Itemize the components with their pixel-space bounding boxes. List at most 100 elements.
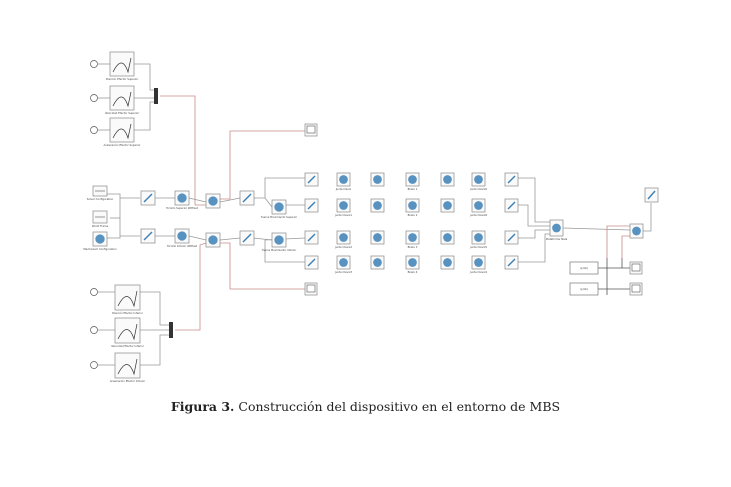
clock-block[interactable] [90, 60, 98, 68]
joint-block-brazo-3[interactable]: Brazo 3 [405, 230, 420, 249]
clock-block[interactable] [90, 288, 98, 296]
rigid-transform-block[interactable] [504, 255, 519, 270]
physical-connection [188, 235, 207, 241]
joint-block-brazo-2[interactable]: Brazo 2 [405, 198, 420, 217]
transform-icon [143, 193, 153, 203]
scope-block[interactable] [304, 123, 318, 137]
rigid-transform-block[interactable] [644, 187, 659, 203]
physical-connection [140, 334, 170, 366]
rigid-transform-block[interactable] [140, 190, 156, 206]
block-label: Junta Clavix5 [469, 245, 487, 249]
joint-block-junta-a2[interactable]: Junta Clavix6 [469, 172, 487, 191]
body-block[interactable] [370, 198, 385, 213]
mux-block[interactable] [154, 88, 158, 104]
block-label: q(rob) [580, 266, 588, 270]
solver-block-world[interactable]: World Frame [92, 210, 109, 228]
joint-block-junta-c1[interactable]: Junta Clavix2 [334, 230, 352, 249]
signal-builder-block-pos-inf[interactable]: Posición Efector Inferior [112, 284, 144, 315]
joint-block-brazo-4[interactable]: Brazo 4 [405, 255, 420, 274]
block-label: Tuerca Movimiento Superior [261, 215, 298, 219]
joint-icon [474, 201, 483, 210]
signal-builder-block-acc-inf[interactable]: Aceleración Efector Inferior [110, 352, 146, 383]
joint-icon [474, 233, 483, 242]
figure-caption: Figura 3. Construcción del dispositivo e… [0, 399, 731, 414]
clock-block[interactable] [90, 94, 98, 102]
clock-block[interactable] [90, 326, 98, 334]
body-block[interactable] [440, 255, 455, 270]
rigid-transform-block[interactable] [304, 255, 319, 270]
mechanism-block-mech[interactable]: Mechanism Configuration [83, 231, 117, 251]
joint-block-torn-sup[interactable]: Tornillo Superior Witfixet [166, 190, 198, 210]
signal-line [621, 235, 630, 258]
body-block[interactable] [370, 255, 385, 270]
scope-block[interactable] [629, 282, 643, 296]
signal-line [175, 242, 207, 331]
transform-icon [507, 175, 516, 184]
clock-icon [90, 361, 98, 369]
joint-block[interactable] [205, 232, 221, 248]
rigid-transform-block[interactable] [140, 228, 156, 244]
body-icon [373, 201, 382, 210]
joint-block-plataforma[interactable]: Plataforma Tesla [546, 219, 568, 241]
transform-icon [307, 175, 316, 184]
transform-icon [647, 190, 656, 200]
transform-icon [307, 233, 316, 242]
signal-builder-block-vel-inf[interactable]: Velocidad Efector Inferior [111, 317, 145, 348]
solver-block-solver[interactable]: Solver Configuration [87, 185, 114, 201]
joint-block[interactable] [629, 223, 644, 239]
body-block[interactable] [440, 172, 455, 187]
goto-block-goto1[interactable]: q(rob) [569, 261, 599, 275]
joint-block-junta-a1[interactable]: Junta Clavix [335, 172, 352, 191]
joint-block[interactable] [205, 193, 221, 209]
clock-icon [90, 94, 98, 102]
transform-icon [307, 258, 316, 267]
joint-block-junta-c2[interactable]: Junta Clavix5 [469, 230, 487, 249]
rigid-transform-block[interactable] [304, 172, 319, 187]
block-label: Aceleración Efector Inferior [110, 379, 146, 383]
rigid-transform-block[interactable] [504, 230, 519, 245]
joint-block-tuerca-inf[interactable]: Tuerca Movimiento Inferior [262, 232, 298, 252]
joint-block-junta-b1[interactable]: Junta Clavix1 [334, 198, 352, 217]
physical-connection [264, 177, 305, 198]
joint-block-junta-d1[interactable]: Junta Clavix3 [334, 255, 352, 274]
waveform-icon [117, 323, 138, 341]
rigid-transform-block[interactable] [239, 230, 255, 246]
rigid-transform-block[interactable] [504, 198, 519, 213]
joint-block-junta-b2[interactable]: Junta Clavix8 [469, 198, 487, 217]
rigid-transform-block[interactable] [504, 172, 519, 187]
rigid-transform-block[interactable] [239, 190, 255, 206]
joint-block-junta-d2[interactable]: Junta Clavix4 [469, 255, 487, 274]
signal-builder-block-pos-sup[interactable]: Posición Efector Superior [106, 51, 139, 81]
joint-block-torn-inf[interactable]: Tornillo Inferior Witfixet [167, 228, 197, 248]
joint-block-tuerca-sup[interactable]: Tuerca Movimiento Superior [261, 199, 298, 219]
clock-block[interactable] [90, 126, 98, 134]
scope-block[interactable] [304, 282, 318, 296]
signal-builder-block-acc-sup[interactable]: Aceleración Efector Superior [104, 117, 142, 147]
clock-block[interactable] [90, 361, 98, 369]
physical-connection [140, 291, 170, 326]
body-block[interactable] [370, 172, 385, 187]
transform-icon [507, 233, 516, 242]
signal-builder-block-vel-sup[interactable]: Velocidad Efector Superior [105, 85, 140, 115]
block-label: Brazo 1 [408, 187, 418, 191]
clock-icon [90, 288, 98, 296]
block-label: Plataforma Tesla [546, 237, 568, 241]
physical-connection [219, 197, 241, 203]
block-label: Junta Clavix2 [334, 245, 352, 249]
rigid-transform-block[interactable] [304, 230, 319, 245]
block-label: Aceleración Efector Superior [104, 143, 142, 147]
goto-block-goto2[interactable]: q(rob) [569, 282, 599, 296]
physical-connection [518, 204, 550, 227]
waveform-icon [112, 57, 132, 74]
body-block[interactable] [440, 230, 455, 245]
joint-icon [208, 196, 218, 206]
mux-block[interactable] [169, 322, 173, 338]
rigid-transform-block[interactable] [304, 198, 319, 213]
block-label: Posición Efector Inferior [112, 311, 144, 315]
body-block[interactable] [370, 230, 385, 245]
scope-block[interactable] [629, 261, 643, 275]
block-label: Junta Clavix3 [334, 270, 352, 274]
block-label: Mechanism Configuration [83, 247, 117, 251]
body-block[interactable] [440, 198, 455, 213]
joint-block-brazo-1[interactable]: Brazo 1 [405, 172, 420, 191]
